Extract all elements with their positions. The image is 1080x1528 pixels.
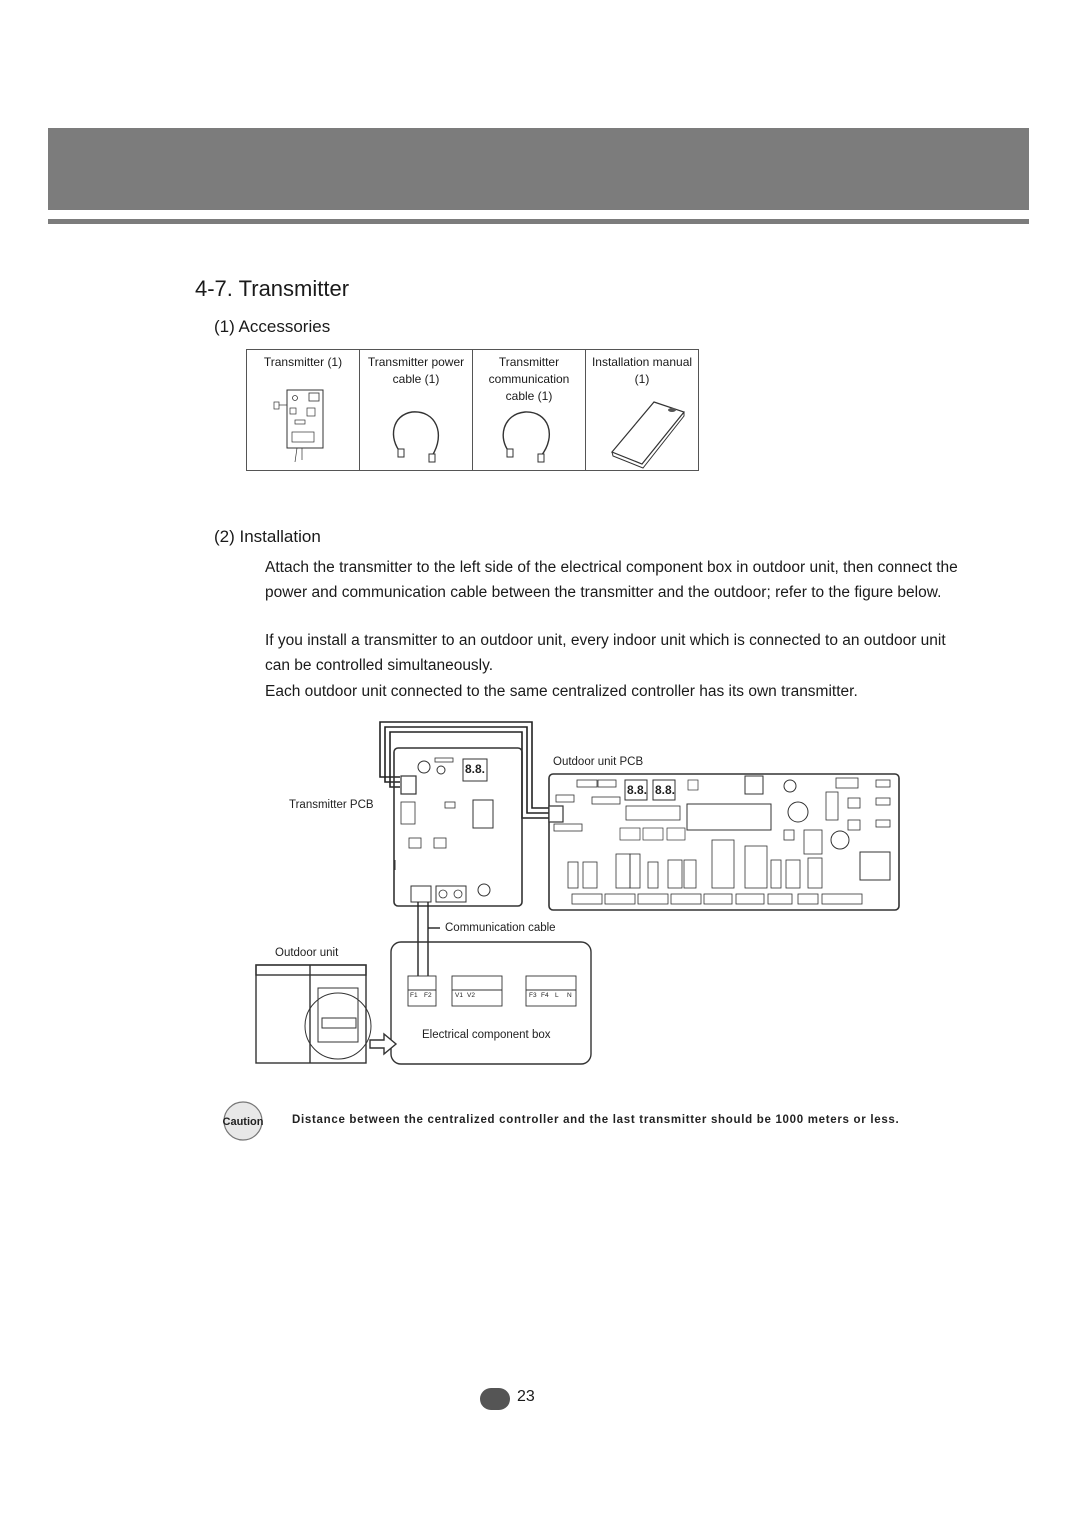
accessory-cell: Transmitter (1) xyxy=(246,349,360,471)
communication-cable-icon xyxy=(502,411,550,463)
accessory-cell: Transmitter communication cable (1) xyxy=(472,349,586,471)
accessory-cell: Transmitter power cable (1) xyxy=(359,349,473,471)
accessory-label: Transmitter power cable (1) xyxy=(367,355,465,386)
installation-paragraph: If you install a transmitter to an outdo… xyxy=(265,632,946,674)
pcb-display-right: 8.8. xyxy=(655,783,676,797)
page-number: 23 xyxy=(517,1388,535,1405)
header-rule xyxy=(48,219,1029,224)
transmitter-display: 8.8. xyxy=(465,762,486,776)
manual-book-icon xyxy=(611,401,686,469)
transmitter-pcb-label: Transmitter PCB xyxy=(289,799,374,811)
terminal-blocks xyxy=(407,975,577,1007)
caution-badge-text: Caution xyxy=(223,1116,264,1128)
outdoor-unit-pcb xyxy=(548,773,900,911)
accessories-table: Transmitter (1) Transmitter p xyxy=(246,349,699,471)
page-marker-icon xyxy=(480,1388,510,1410)
communication-cable-route xyxy=(417,902,440,976)
power-cable-icon xyxy=(392,411,440,463)
terminal-label: F2 xyxy=(424,992,432,999)
accessory-label: Installation manual (1) xyxy=(591,355,693,386)
accessory-label: Transmitter (1) xyxy=(263,355,343,369)
pcb-display-left: 8.8. xyxy=(627,783,648,797)
terminal-label: N xyxy=(567,992,572,999)
outdoor-unit-label: Outdoor unit xyxy=(275,947,339,959)
terminal-label: F3 xyxy=(529,992,537,999)
terminal-label: F4 xyxy=(541,992,549,999)
accessories-heading: (1) Accessories xyxy=(214,317,331,336)
installation-paragraph: Attach the transmitter to the left side … xyxy=(265,559,958,601)
power-cable-route xyxy=(379,721,549,819)
terminal-label: L xyxy=(555,992,559,999)
outdoor-unit xyxy=(255,964,398,1064)
terminal-detail-bubble xyxy=(390,941,592,1065)
communication-cable-label: Communication cable xyxy=(445,922,556,934)
accessory-cell: Installation manual (1) xyxy=(585,349,699,471)
caution-icon: Caution xyxy=(223,1101,264,1141)
terminal-label: V1 xyxy=(455,992,463,999)
accessory-label: Transmitter communication cable (1) xyxy=(488,355,570,403)
section-title: 4-7. Transmitter xyxy=(195,276,350,301)
caution-text: Distance between the centralized control… xyxy=(292,1114,900,1126)
transmitter-pcb xyxy=(393,747,523,907)
header-band xyxy=(48,128,1029,210)
installation-heading: (2) Installation xyxy=(214,527,321,546)
electrical-box-label: Electrical component box xyxy=(422,1029,551,1041)
transmitter-board-icon xyxy=(273,389,324,463)
terminal-label: V2 xyxy=(467,992,475,999)
terminal-label: F1 xyxy=(410,992,418,999)
outdoor-pcb-label: Outdoor unit PCB xyxy=(553,756,644,768)
installation-paragraph: Each outdoor unit connected to the same … xyxy=(265,683,858,700)
